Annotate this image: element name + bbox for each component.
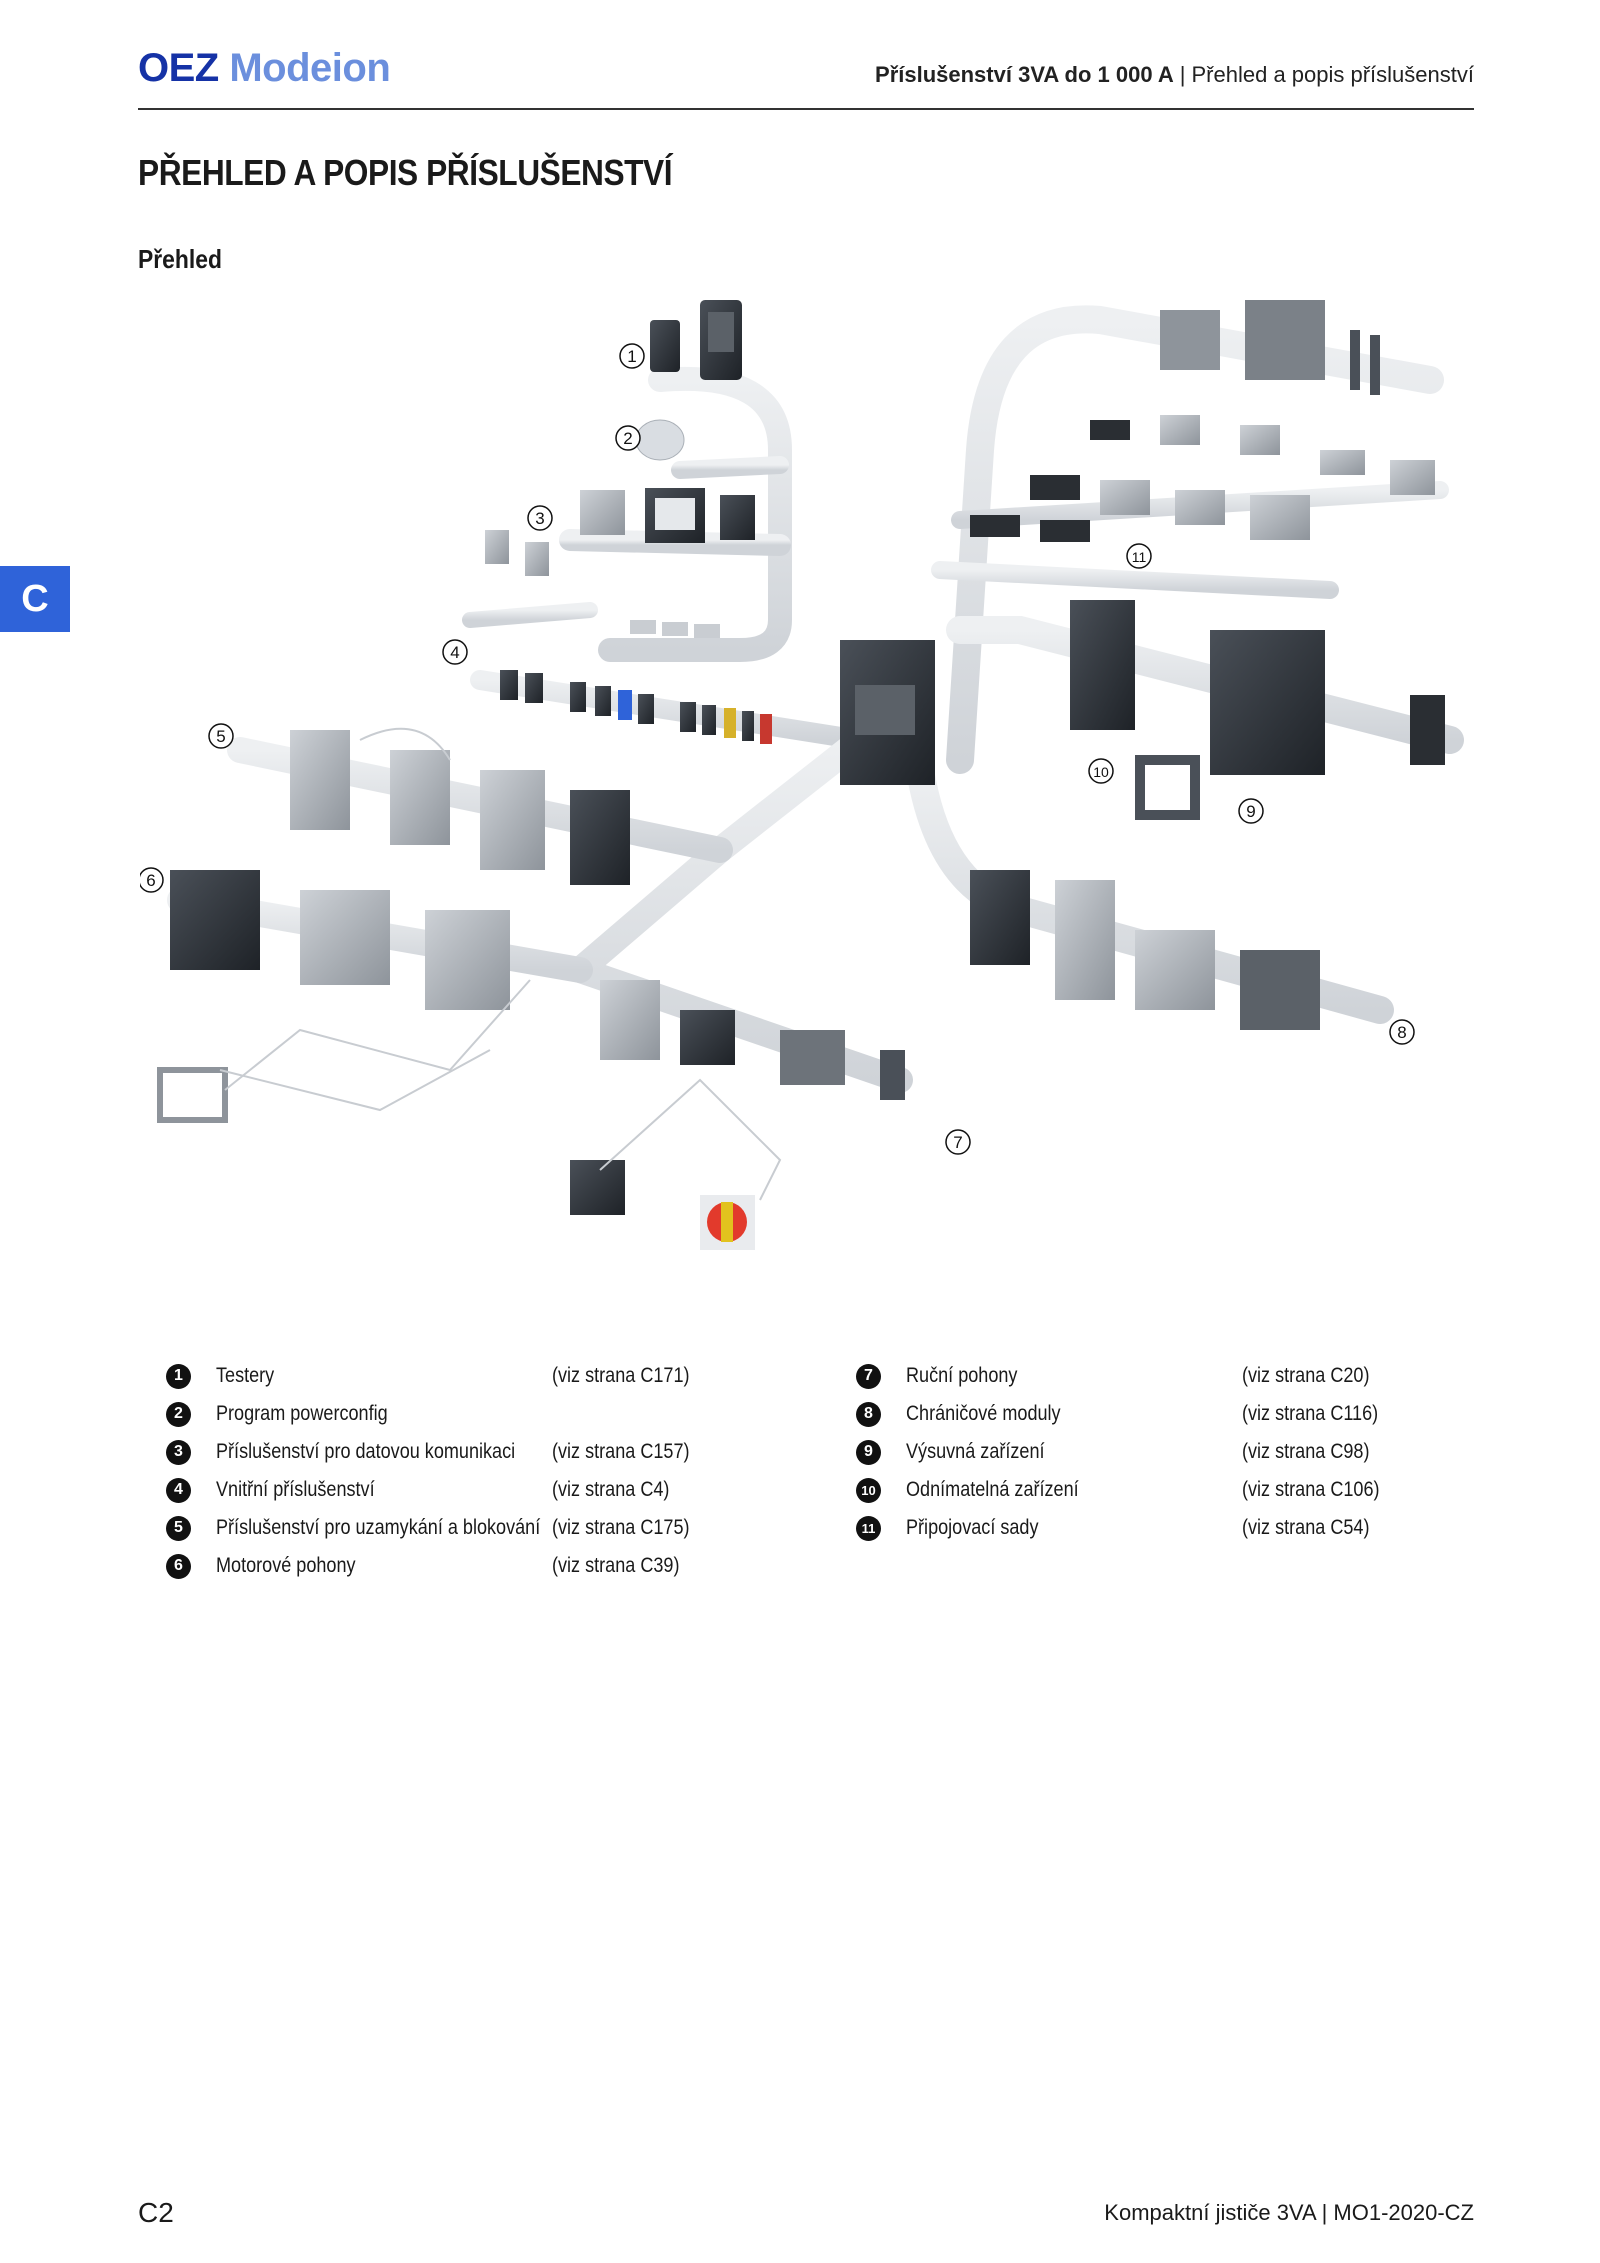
callout-9: 9 [1238, 798, 1264, 824]
svg-text:10: 10 [1093, 764, 1109, 780]
legend-number: 7 [856, 1363, 881, 1389]
footer-doc-title: Kompaktní jističe 3VA [1104, 2200, 1316, 2225]
callout-10: 10 [1088, 758, 1114, 784]
legend-page-ref: (viz strana C39) [552, 1554, 680, 1577]
footer-separator: | [1321, 2200, 1328, 2225]
powerconfig-disc [635, 419, 685, 461]
legend-item: 10 Odnímatelná zařízení (viz strana C106… [856, 1474, 1380, 1506]
footer-doc-code: MO1-2020-CZ [1333, 2200, 1474, 2225]
legend-label: Příslušenství pro uzamykání a blokování [216, 1516, 541, 1539]
plug-in-and-draw-out [1070, 600, 1445, 820]
internal-accessories [500, 670, 772, 744]
svg-text:6: 6 [146, 871, 155, 890]
legend-item: 9 Výsuvná zařízení (viz strana C98) [856, 1436, 1369, 1468]
callout-2: 2 [615, 425, 641, 451]
legend-number: 5 [166, 1515, 191, 1541]
central-breaker [840, 640, 935, 785]
connection-kits [970, 300, 1435, 542]
legend-page-ref: (viz strana C98) [1242, 1440, 1370, 1463]
connecting-wires [219, 727, 782, 1201]
legend-label: Připojovací sady [906, 1516, 1039, 1539]
header-section-title: Příslušenství 3VA do 1 000 A|Přehled a p… [875, 62, 1474, 88]
legend-label: Příslušenství pro datovou komunikaci [216, 1440, 516, 1463]
section-subtitle: Přehled [138, 244, 222, 274]
rcd-modules [970, 870, 1320, 1030]
svg-text:8: 8 [1397, 1023, 1406, 1042]
legend-number: 4 [166, 1477, 191, 1503]
page-title: PŘEHLED A POPIS PŘÍSLUŠENSTVÍ [138, 152, 673, 193]
page-number: C2 [138, 2197, 174, 2228]
legend-number: 10 [856, 1477, 881, 1503]
legend-label: Ruční pohony [906, 1364, 1018, 1387]
header-section-normal: Přehled a popis příslušenství [1191, 62, 1475, 87]
callout-6: 6 [140, 867, 164, 893]
legend-page-ref: (viz strana C157) [552, 1440, 690, 1463]
legend-label: Odnímatelná zařízení [906, 1478, 1079, 1501]
callout-8: 8 [1389, 1019, 1415, 1045]
footer-document-info: Kompaktní jističe 3VA | MO1-2020-CZ [1104, 2200, 1474, 2226]
legend-label: Výsuvná zařízení [906, 1440, 1045, 1463]
legend-item: 11 Připojovací sady (viz strana C54) [856, 1512, 1369, 1544]
legend-item: 5 Příslušenství pro uzamykání a blokován… [166, 1512, 690, 1544]
legend-page-ref: (viz strana C4) [552, 1478, 670, 1501]
auxiliary-tiles [630, 620, 720, 638]
legend-number: 9 [856, 1439, 881, 1465]
legend-number: 1 [166, 1363, 191, 1389]
svg-text:1: 1 [627, 347, 636, 366]
legend-item: 2 Program powerconfig [166, 1398, 388, 1430]
header-divider [138, 108, 1474, 110]
callout-7: 7 [945, 1129, 971, 1155]
logo-modeion: Modeion [229, 46, 391, 90]
data-communication-modules [485, 488, 755, 576]
motor-operators [157, 870, 510, 1123]
legend-page-ref: (viz strana C175) [552, 1516, 690, 1539]
legend-page-ref: (viz strana C20) [1242, 1364, 1370, 1387]
svg-text:7: 7 [953, 1133, 962, 1152]
legend-label: Program powerconfig [216, 1402, 388, 1425]
callout-11: 11 [1126, 543, 1152, 569]
callout-markers: 1 2 3 4 5 6 7 8 9 10 11 [140, 343, 1415, 1155]
legend-number: 8 [856, 1401, 881, 1427]
legend-label: Chráničové moduly [906, 1402, 1061, 1425]
legend-item: 7 Ruční pohony (viz strana C20) [856, 1360, 1369, 1392]
svg-text:4: 4 [450, 643, 459, 662]
callout-5: 5 [208, 723, 234, 749]
testers [650, 300, 742, 380]
callout-4: 4 [442, 639, 468, 665]
rotary-operators [570, 980, 905, 1250]
callout-3: 3 [527, 505, 553, 531]
legend-number: 6 [166, 1553, 191, 1579]
legend-item: 8 Chráničové moduly (viz strana C116) [856, 1398, 1378, 1430]
legend-item: 1 Testery (viz strana C171) [166, 1360, 690, 1392]
svg-text:5: 5 [216, 727, 225, 746]
header-separator: | [1179, 62, 1186, 87]
legend-label: Testery [216, 1364, 275, 1387]
legend-number: 11 [856, 1515, 881, 1541]
legend-label: Motorové pohony [216, 1554, 356, 1577]
locking-devices [290, 730, 630, 885]
legend-page-ref: (viz strana C116) [1242, 1402, 1379, 1425]
legend-label: Vnitřní příslušenství [216, 1478, 375, 1501]
logo-oez: OEZ [138, 46, 219, 90]
accessory-overview-illustration: 1 2 3 4 5 6 7 8 9 10 11 [140, 300, 1464, 1250]
svg-text:3: 3 [535, 509, 544, 528]
header-section-bold: Příslušenství 3VA do 1 000 A [875, 62, 1174, 87]
svg-text:9: 9 [1246, 802, 1255, 821]
svg-text:2: 2 [623, 429, 632, 448]
legend-item: 3 Příslušenství pro datovou komunikaci (… [166, 1436, 690, 1468]
legend-page-ref: (viz strana C106) [1242, 1478, 1380, 1501]
oez-modeion-logo: OEZ Modeion [138, 46, 391, 91]
legend-item: 6 Motorové pohony (viz strana C39) [166, 1550, 679, 1582]
legend-number: 3 [166, 1439, 191, 1465]
legend-item: 4 Vnitřní příslušenství (viz strana C4) [166, 1474, 669, 1506]
chapter-tab: C [0, 566, 70, 632]
svg-text:11: 11 [1132, 549, 1147, 565]
legend-page-ref: (viz strana C54) [1242, 1516, 1370, 1539]
legend-page-ref: (viz strana C171) [552, 1364, 690, 1387]
legend-number: 2 [166, 1401, 191, 1427]
callout-1: 1 [619, 343, 645, 369]
